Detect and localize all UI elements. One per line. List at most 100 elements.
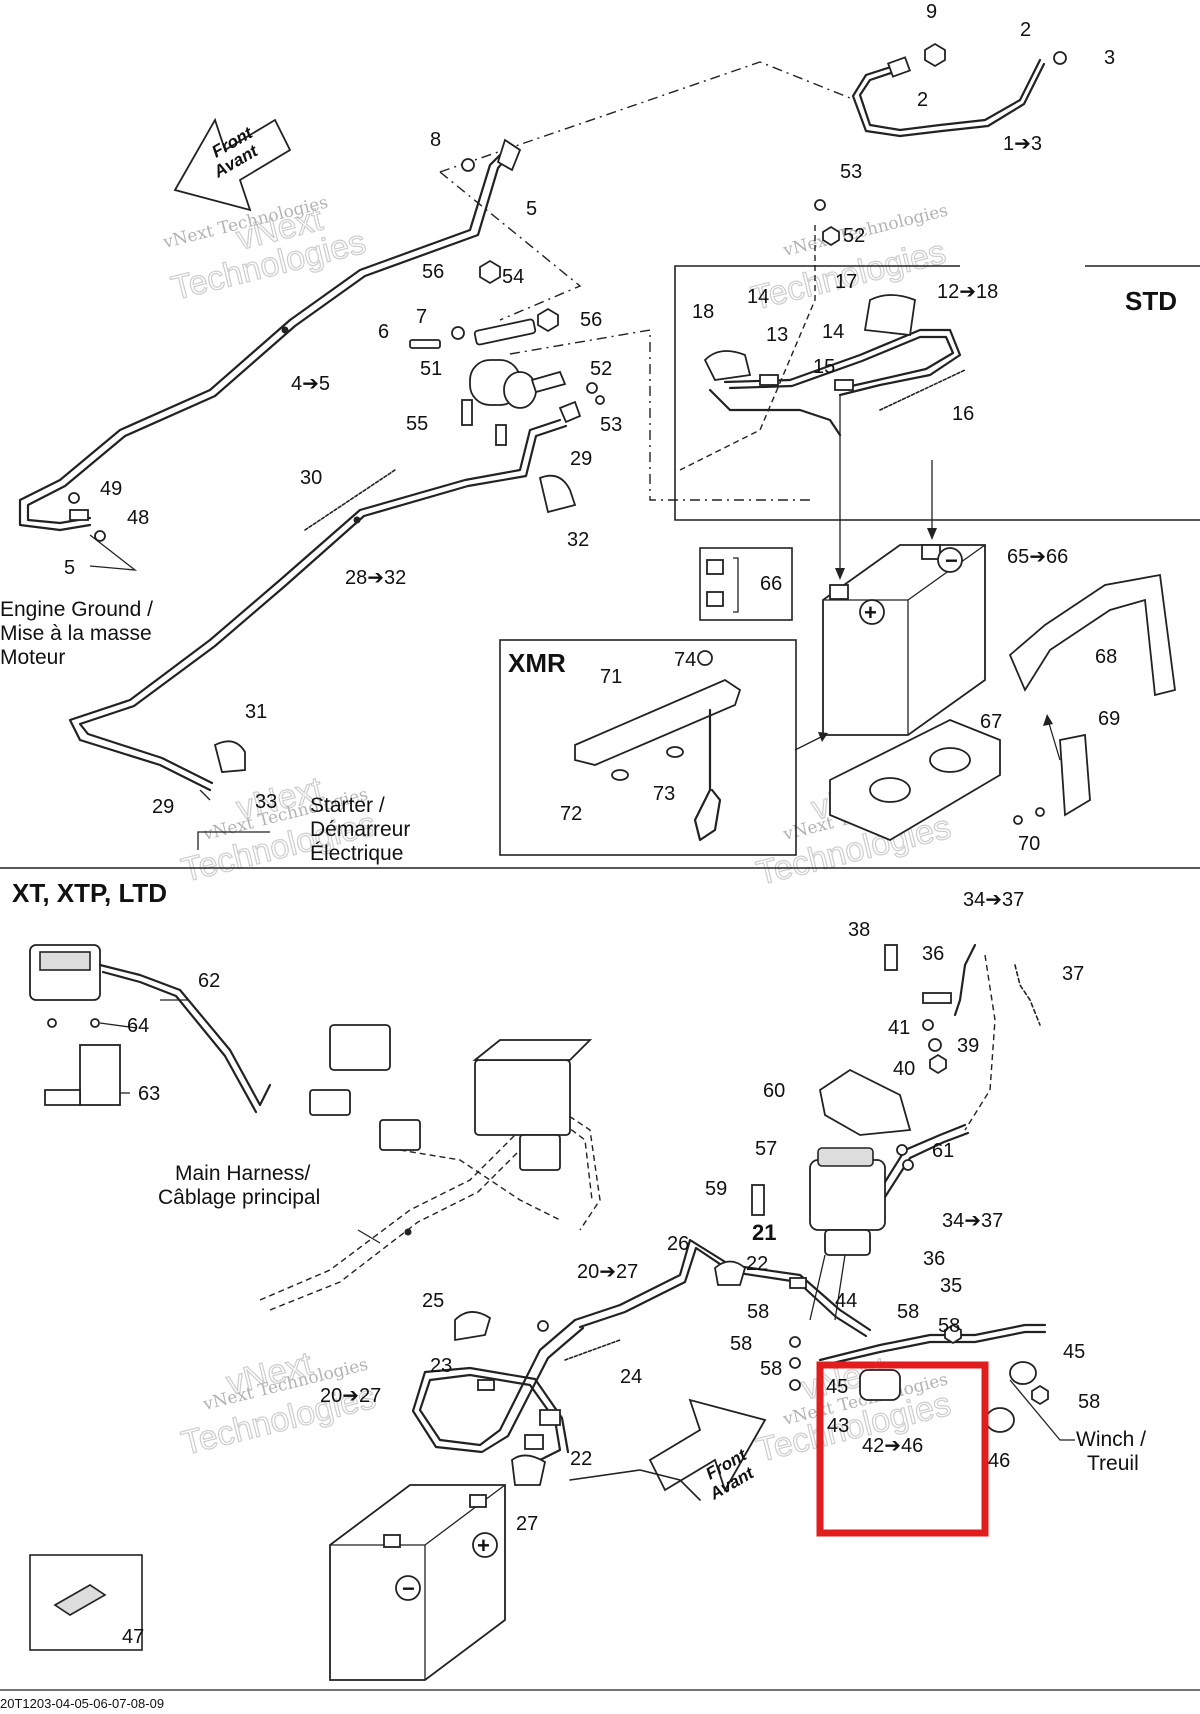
callout: 27 bbox=[516, 1513, 538, 1535]
callout: 25 bbox=[422, 1290, 444, 1312]
callout: 58 bbox=[747, 1301, 769, 1323]
callout: 46 bbox=[988, 1450, 1010, 1472]
bracket-69 bbox=[1013, 733, 1091, 825]
callout: 35 bbox=[940, 1275, 962, 1297]
callout: 3 bbox=[1104, 47, 1115, 69]
callout: 52 bbox=[843, 225, 865, 247]
callout: 20➔27 bbox=[320, 1385, 381, 1407]
callout: 17 bbox=[835, 271, 857, 293]
note-engine-ground: Engine Ground / bbox=[0, 598, 153, 621]
solenoid-assembly bbox=[409, 259, 605, 446]
callout: 34➔37 bbox=[942, 1210, 1003, 1232]
svg-text:−: − bbox=[402, 1576, 415, 1601]
battery-std: + − bbox=[822, 544, 986, 736]
leader-lines bbox=[89, 534, 381, 1244]
callout: 66 bbox=[760, 573, 782, 595]
callout: 6 bbox=[378, 321, 389, 343]
callout: 53 bbox=[840, 161, 862, 183]
callout: 36 bbox=[923, 1248, 945, 1270]
note-engine-ground: Moteur bbox=[0, 646, 65, 669]
note-main-harness: Main Harness/ bbox=[175, 1162, 311, 1185]
callout: 62 bbox=[198, 970, 220, 992]
callout: 22 bbox=[570, 1448, 592, 1470]
note-winch: Treuil bbox=[1087, 1452, 1139, 1475]
section-label-xmr: XMR bbox=[508, 648, 566, 678]
battery-cable-1-3 bbox=[851, 42, 1067, 138]
callout: 47 bbox=[122, 1626, 144, 1648]
callout: 36 bbox=[922, 943, 944, 965]
callout: 14 bbox=[747, 286, 769, 308]
svg-text:+: + bbox=[864, 600, 877, 625]
callout: 58 bbox=[938, 1315, 960, 1337]
section-label-std: STD bbox=[1125, 286, 1177, 316]
terminal-boot-25 bbox=[454, 1311, 492, 1342]
callout: 23 bbox=[430, 1355, 452, 1377]
front-arrow-icon: Front Avant bbox=[648, 1398, 767, 1504]
callout: 58 bbox=[730, 1333, 752, 1355]
terminal-boot-31 bbox=[213, 740, 246, 773]
callout: 40 bbox=[893, 1058, 915, 1080]
note-engine-ground: Mise à la masse bbox=[0, 622, 152, 645]
callout: 58 bbox=[1078, 1391, 1100, 1413]
callout: 73 bbox=[653, 783, 675, 805]
callout-numbers: 9 2 3 2 1➔3 8 5 53 52 56 54 7 6 56 51 52… bbox=[64, 1, 1120, 1648]
callout: 12➔18 bbox=[937, 281, 998, 303]
callout: 20➔27 bbox=[577, 1261, 638, 1283]
terminal-22 bbox=[539, 1409, 561, 1426]
callout: 39 bbox=[957, 1035, 979, 1057]
callout: 5 bbox=[526, 198, 537, 220]
callout: 29 bbox=[152, 796, 174, 818]
callout: 2 bbox=[917, 89, 928, 111]
callout: 52 bbox=[590, 358, 612, 380]
winch-contactor-57 bbox=[751, 1068, 914, 1321]
callout: 56 bbox=[422, 261, 444, 283]
callout: 22 bbox=[746, 1253, 768, 1275]
callout: 37 bbox=[1062, 963, 1084, 985]
note-starter: Démarreur bbox=[310, 818, 410, 841]
connector-assembly-62 bbox=[29, 944, 272, 1114]
part-47-box bbox=[29, 1554, 143, 1651]
starter-cable-28-32 bbox=[68, 418, 568, 792]
callout: 28➔32 bbox=[345, 567, 406, 589]
battery-strap-68 bbox=[1008, 573, 1176, 697]
callout: 32 bbox=[567, 529, 589, 551]
callout: 60 bbox=[763, 1080, 785, 1102]
terminal-boot-26 bbox=[714, 1260, 747, 1286]
std-box bbox=[674, 265, 1200, 521]
leader-arrows bbox=[794, 395, 1061, 761]
std-cable-12-18 bbox=[703, 199, 966, 437]
callout: 13 bbox=[766, 324, 788, 346]
callout: 30 bbox=[300, 467, 322, 489]
callout: 64 bbox=[127, 1015, 149, 1037]
callout: 26 bbox=[667, 1233, 689, 1255]
callout: 54 bbox=[502, 266, 524, 288]
callout: 15 bbox=[813, 356, 835, 378]
callout: 31 bbox=[245, 701, 267, 723]
bracket-5 bbox=[461, 138, 522, 172]
callout: 42➔46 bbox=[862, 1435, 923, 1457]
winch-cable-42-46 bbox=[789, 1323, 1075, 1441]
callout: 24 bbox=[620, 1366, 642, 1388]
note-main-harness: Câblage principal bbox=[158, 1186, 320, 1209]
callout: 4➔5 bbox=[291, 373, 330, 395]
callout: 45 bbox=[1063, 1341, 1085, 1363]
note-winch: Winch / bbox=[1076, 1428, 1146, 1451]
routing-lines bbox=[439, 61, 856, 501]
terminal-boot-32 bbox=[538, 474, 577, 514]
hardware-bottom bbox=[537, 1320, 549, 1332]
callout: 58 bbox=[760, 1358, 782, 1380]
terminal-boot-27 bbox=[511, 1454, 547, 1486]
callout: 43 bbox=[827, 1415, 849, 1437]
callout: 48 bbox=[127, 507, 149, 529]
callout: 8 bbox=[430, 129, 441, 151]
callout: 69 bbox=[1098, 708, 1120, 730]
xmr-battery-support bbox=[574, 650, 742, 842]
callout: 9 bbox=[926, 1, 937, 23]
callout: 18 bbox=[692, 301, 714, 323]
callout: 14 bbox=[822, 321, 844, 343]
callout: 2 bbox=[1020, 19, 1031, 41]
callout: 68 bbox=[1095, 646, 1117, 668]
engine-ground-terminal bbox=[68, 492, 106, 542]
callout: 44 bbox=[835, 1290, 857, 1312]
